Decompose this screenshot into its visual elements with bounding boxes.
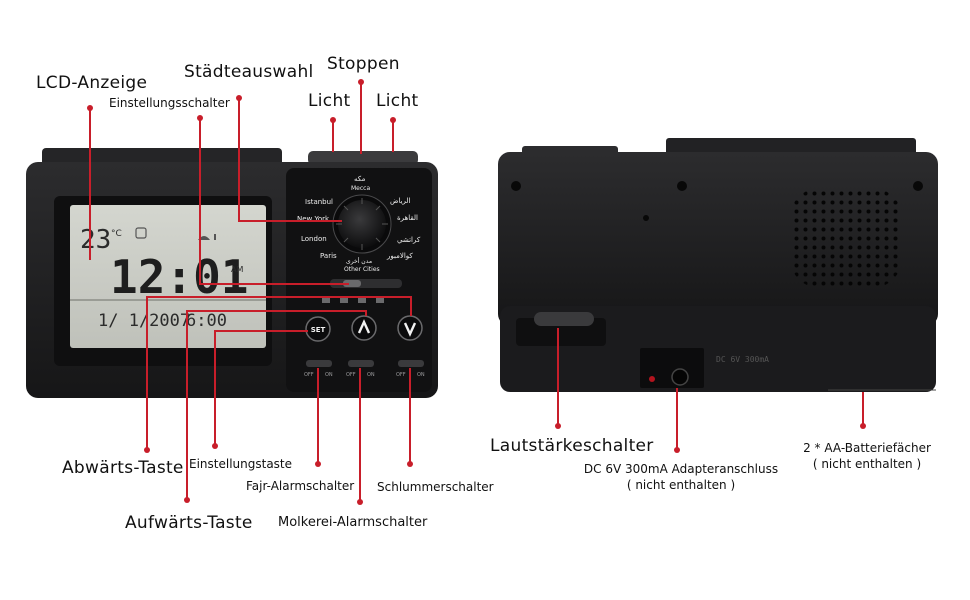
label-battery-line2: ( nicht enthalten ) xyxy=(812,457,922,471)
label-down-key: Abwärts-Taste xyxy=(62,458,184,478)
label-light-left: Licht xyxy=(308,91,351,111)
mosque-icon xyxy=(198,234,222,240)
dial-city-right-0: الرياض xyxy=(390,197,411,205)
label-volume: Lautstärkeschalter xyxy=(490,436,654,456)
snooze-switch-on: ON xyxy=(417,372,425,378)
up-arrow-icon xyxy=(357,319,371,334)
down-button[interactable] xyxy=(397,315,423,341)
label-battery: 2 * AA-Batteriefächer ( nicht enthalten … xyxy=(792,440,942,472)
lcd-screen xyxy=(70,205,266,348)
label-city-select: Städteauswahl xyxy=(184,62,314,82)
fajr-switch-on: ON xyxy=(325,372,333,378)
city-dial-knob[interactable] xyxy=(338,200,386,248)
fajr-switch-off: OFF xyxy=(304,372,314,378)
label-up-key: Aufwärts-Taste xyxy=(125,513,253,533)
settings-slider[interactable] xyxy=(343,280,361,287)
dial-city-left-1: New York xyxy=(297,215,330,223)
lcd-time: 12:01 xyxy=(110,250,248,304)
label-fajr-alarm: Fajr-Alarmschalter xyxy=(246,479,355,493)
volume-wheel[interactable] xyxy=(534,312,594,326)
dial-top-ar: مكه xyxy=(354,175,366,183)
dial-city-right-3: كوالامبور xyxy=(386,252,413,260)
dial-city-left-0: Istanbul xyxy=(305,198,333,206)
lcd-ampm: AM xyxy=(231,265,243,274)
dial-bottom-ar: مدن أخرى xyxy=(346,257,372,265)
front-device: 23 °C 12:01 AM 1/ 1/2007 6:00 Istanbul N… xyxy=(26,148,438,398)
dairy-switch-off: OFF xyxy=(346,372,356,378)
dial-city-left-2: London xyxy=(301,235,327,243)
speaker-grille xyxy=(790,188,902,288)
lcd-temp-unit: °C xyxy=(111,229,122,239)
label-dairy-alarm: Molkerei-Alarmschalter xyxy=(278,515,428,530)
dial-bottom-en: Other Cities xyxy=(344,266,380,273)
dairy-switch-on: ON xyxy=(367,372,375,378)
fajr-alarm-switch[interactable] xyxy=(306,360,332,367)
label-snooze: Schlummerschalter xyxy=(377,480,494,494)
power-led xyxy=(649,376,655,382)
label-settings-switch: Einstellungsschalter xyxy=(109,96,230,110)
up-button[interactable] xyxy=(351,315,377,341)
dial-city-right-2: كراتشي xyxy=(397,236,421,244)
label-light-right: Licht xyxy=(376,91,419,111)
lcd-date: 1/ 1/2007 xyxy=(98,311,190,331)
dc-jack[interactable] xyxy=(671,368,689,386)
lcd-lower-time: 6:00 xyxy=(186,311,227,331)
set-button-label: SET xyxy=(311,326,326,334)
label-stop: Stoppen xyxy=(327,54,400,74)
snooze-switch[interactable] xyxy=(398,360,424,367)
label-adapter: DC 6V 300mA Adapteranschluss ( nicht ent… xyxy=(578,461,784,493)
dial-top-en: Mecca xyxy=(351,185,370,192)
label-lcd-display: LCD-Anzeige xyxy=(36,73,148,93)
label-adapter-line1: DC 6V 300mA Adapteranschluss xyxy=(583,462,779,476)
label-battery-line1: 2 * AA-Batteriefächer xyxy=(803,441,931,455)
back-device: DC 6V 300mA xyxy=(498,138,938,392)
dial-city-right-1: القاهرة xyxy=(397,214,418,222)
dial-city-left-3: Paris xyxy=(320,252,337,260)
set-button[interactable] xyxy=(305,316,331,342)
label-adapter-line2: ( nicht enthalten ) xyxy=(626,478,736,492)
down-arrow-icon xyxy=(403,322,417,337)
label-settings-key: Einstellungstaste xyxy=(189,457,293,471)
dairy-alarm-switch[interactable] xyxy=(348,360,374,367)
weather-icon xyxy=(135,227,147,239)
snooze-switch-off: OFF xyxy=(396,372,406,378)
jack-label: DC 6V 300mA xyxy=(716,355,769,364)
lcd-temp: 23 xyxy=(80,225,111,255)
